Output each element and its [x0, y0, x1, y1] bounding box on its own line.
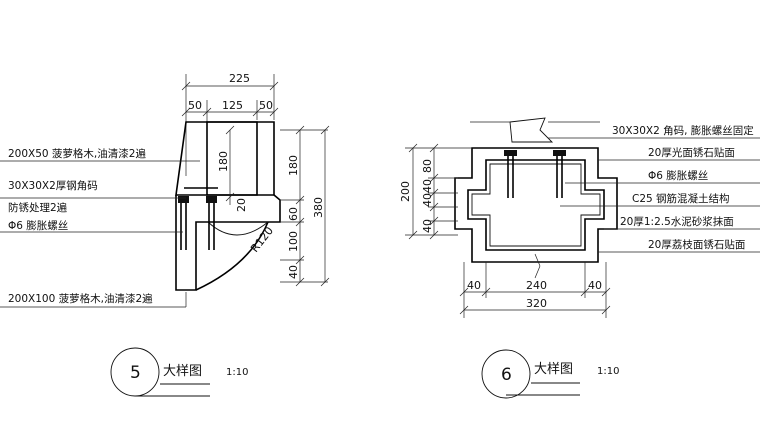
detail6-caption: 6 大样图 1:10 — [481, 349, 619, 399]
detail6-scale: 1:10 — [597, 366, 619, 377]
note-lychee-stone: 20厚荔枝面锈石贴面 — [648, 238, 745, 251]
detail5-title: 大样图 — [163, 364, 202, 379]
note-angle-bolts: 30X30X2 角码, 膨胀螺丝固定 — [612, 124, 754, 137]
dim-80: 80 — [421, 159, 434, 173]
detail5-caption: 5 大样图 1:10 — [110, 347, 248, 397]
dim-h-40-left: 40 — [467, 279, 481, 292]
dim-r120: R120 — [248, 224, 276, 255]
detail6-notes: 30X30X2 角码, 膨胀螺丝固定 20厚光面锈石贴面 Φ6 膨胀螺丝 C25… — [548, 124, 760, 253]
note-expansion-bolt-6: Φ6 膨胀螺丝 — [648, 169, 708, 182]
dim-200: 200 — [399, 181, 412, 202]
detail5-notes: 200X50 菠萝格木,油清漆2遍 30X30X2厚钢角码 防锈处理2遍 Φ6 … — [0, 147, 200, 308]
dim-40: 40 — [287, 265, 300, 279]
note-rust-proof: 防锈处理2遍 — [8, 201, 68, 214]
detail5-top-dimensions: 225 50 125 50 — [181, 72, 279, 176]
detail-5: 225 50 125 50 180 — [0, 72, 330, 397]
dim-100: 100 — [287, 231, 300, 252]
dim-20: 20 — [235, 198, 248, 212]
dim-40c: 40 — [421, 219, 434, 233]
dim-h-240: 240 — [526, 279, 547, 292]
dim-380: 380 — [312, 197, 325, 218]
dim-225: 225 — [229, 72, 250, 85]
dim-60: 60 — [287, 207, 300, 221]
detail5-fixings — [178, 187, 218, 250]
detail6-vertical-dimensions: 200 80 40 40 40 — [399, 143, 472, 240]
detail5-vertical-dimensions: 180 20 180 60 100 40 380 R120 — [217, 125, 330, 287]
note-cement-mortar: 20厚1:2.5水泥砂浆抹面 — [620, 215, 734, 228]
detail-6: 200 80 40 40 40 40 240 40 320 — [399, 117, 760, 399]
dim-180-right: 180 — [287, 155, 300, 176]
dim-h-40-right: 40 — [588, 279, 602, 292]
note-c25-concrete: C25 钢筋混凝土结构 — [632, 192, 730, 205]
dim-125: 125 — [222, 99, 243, 112]
note-200x50-timber: 200X50 菠萝格木,油清漆2遍 — [8, 147, 146, 160]
detail6-horizontal-dimensions: 40 240 40 320 — [459, 262, 611, 318]
note-steel-angle: 30X30X2厚钢角码 — [8, 179, 98, 192]
detail6-title: 大样图 — [534, 362, 573, 377]
detail6-top-cap — [470, 117, 600, 143]
detail6-section — [454, 147, 618, 263]
note-polished-stone: 20厚光面锈石贴面 — [648, 146, 735, 159]
dim-40a: 40 — [421, 179, 434, 193]
detail5-scale: 1:10 — [226, 367, 248, 378]
detail5-timber-section — [175, 121, 281, 291]
detail6-number: 6 — [501, 365, 512, 385]
dim-50-right: 50 — [259, 99, 273, 112]
note-expansion-bolt: Φ6 膨胀螺丝 — [8, 219, 68, 232]
detail5-number: 5 — [130, 363, 141, 383]
detail6-fixings — [504, 150, 566, 279]
note-200x100-timber: 200X100 菠萝格木,油清漆2遍 — [8, 292, 153, 305]
dim-180-left: 180 — [217, 151, 230, 172]
dim-40b: 40 — [421, 193, 434, 207]
dim-h-320: 320 — [526, 297, 547, 310]
dim-50-left: 50 — [188, 99, 202, 112]
